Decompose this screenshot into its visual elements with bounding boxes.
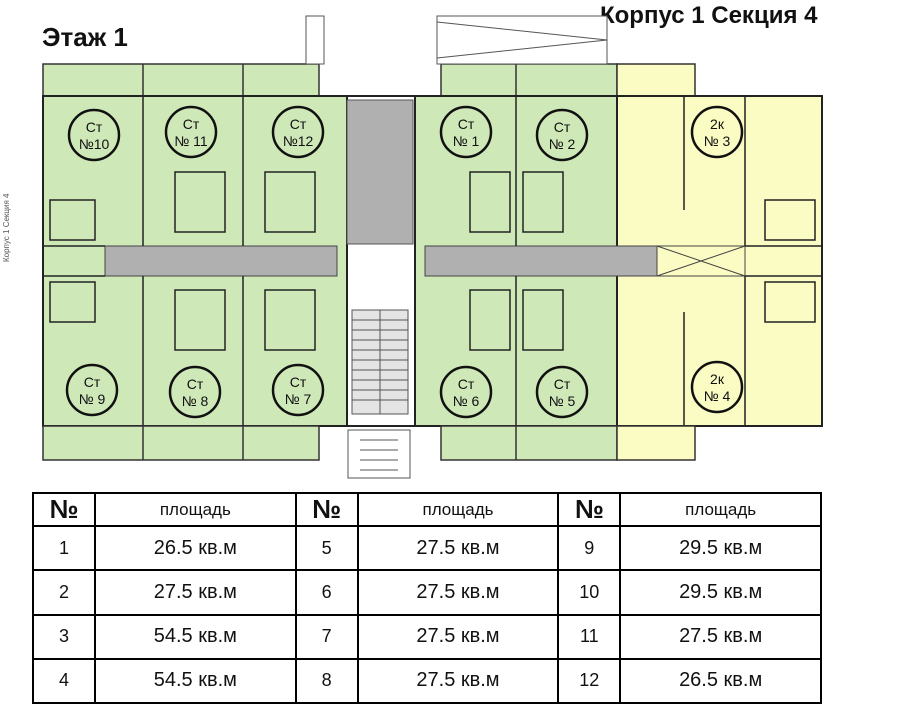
partition-walls	[43, 96, 822, 426]
unit-10-number-label: №10	[79, 136, 110, 152]
unit-12-circle	[271, 105, 325, 159]
unit-9-number-label: № 9	[79, 391, 106, 407]
bottom-balconies	[42, 425, 696, 461]
unit-5-number-label: № 5	[549, 393, 576, 409]
unit-2-number-label: № 2	[549, 136, 576, 152]
unit-area: 27.5 кв.м	[356, 613, 560, 660]
unit-3-type-label: 2к	[710, 116, 725, 132]
unit-11-number-label: № 11	[174, 133, 208, 149]
unit-area: 26.5 кв.м	[94, 524, 297, 572]
unit-9-circle	[65, 363, 119, 417]
unit-10-type-label: Ст	[86, 119, 103, 135]
table-row: 1 26.5 кв.м 5 27.5 кв.м 9 29.5 кв.м	[32, 524, 822, 572]
unit-11-type-label: Ст	[183, 116, 200, 132]
unit-area: 27.5 кв.м	[356, 524, 560, 572]
unit-area: 54.5 кв.м	[94, 613, 297, 660]
unit-10-circle	[67, 108, 121, 162]
unit-5-type-label: Ст	[554, 376, 571, 392]
unit-area: 27.5 кв.м	[356, 657, 560, 705]
table-header-row: № площадь № площадь № площадь	[32, 492, 822, 527]
unit-8-number-label: № 8	[182, 393, 209, 409]
unit-12-type-label: Ст	[290, 116, 307, 132]
unit-7-circle	[271, 363, 325, 417]
unit-6-circle	[439, 365, 493, 419]
unit-8-circle	[168, 365, 222, 419]
unit-number: 3	[32, 613, 96, 660]
unit-number: 1	[32, 524, 96, 572]
unit-number: 10	[557, 569, 622, 616]
unit-3-number-label: № 3	[704, 133, 731, 149]
unit-9-type-label: Ст	[84, 374, 101, 390]
unit-7-number-label: № 7	[285, 391, 312, 407]
unit-8-type-label: Ст	[187, 376, 204, 392]
num-header: №	[294, 492, 359, 527]
num-header: №	[32, 492, 96, 527]
top-canopy	[305, 15, 608, 65]
unit-12-number-label: №12	[283, 133, 314, 149]
unit-2-type-label: Ст	[554, 119, 571, 135]
table-row: 4 54.5 кв.м 8 27.5 кв.м 12 26.5 кв.м	[32, 657, 822, 705]
unit-area: 29.5 кв.м	[619, 569, 822, 616]
unit-area: 27.5 кв.м	[356, 569, 560, 616]
table-row: 2 27.5 кв.м 6 27.5 кв.м 10 29.5 кв.м	[32, 569, 822, 616]
area-header: площадь	[94, 492, 297, 527]
unit-number: 9	[557, 524, 622, 572]
unit-number: 12	[557, 657, 622, 705]
area-header: площадь	[356, 492, 560, 527]
unit-number: 2	[32, 569, 96, 616]
area-header: площадь	[619, 492, 822, 527]
unit-5-circle	[535, 365, 589, 419]
unit-3-circle	[690, 105, 744, 159]
corridors	[104, 245, 746, 277]
unit-6-number-label: № 6	[453, 393, 480, 409]
unit-number: 5	[294, 524, 359, 572]
unit-2-circle	[535, 108, 589, 162]
floor-title: Этаж 1	[42, 22, 128, 52]
num-header: №	[557, 492, 622, 527]
unit-7-type-label: Ст	[290, 374, 307, 390]
unit-area: 29.5 кв.м	[619, 524, 822, 572]
unit-number: 11	[557, 613, 622, 660]
unit-number: 8	[294, 657, 359, 705]
unit-number: 4	[32, 657, 96, 705]
unit-1-circle	[439, 105, 493, 159]
unit-1-number-label: № 1	[453, 133, 480, 149]
unit-area: 54.5 кв.м	[94, 657, 297, 705]
stair-core	[346, 99, 414, 415]
entrance-steps	[347, 429, 411, 479]
unit-area: 27.5 кв.м	[94, 569, 297, 616]
building-section-title: Корпус 1 Секция 4	[600, 2, 818, 29]
unit-area: 26.5 кв.м	[619, 657, 822, 705]
unit-number: 6	[294, 569, 359, 616]
unit-4-type-label: 2к	[710, 371, 725, 387]
unit-1-type-label: Ст	[458, 116, 475, 132]
unit-area: 27.5 кв.м	[619, 613, 822, 660]
unit-number: 7	[294, 613, 359, 660]
unit-6-type-label: Ст	[458, 376, 475, 392]
unit-11-circle	[164, 105, 218, 159]
table-row: 3 54.5 кв.м 7 27.5 кв.м 11 27.5 кв.м	[32, 613, 822, 660]
unit-4-circle	[690, 360, 744, 414]
unit-4-number-label: № 4	[704, 388, 731, 404]
top-balconies	[42, 63, 696, 97]
area-table: № площадь № площадь № площадь 1 26.5 кв.…	[32, 492, 822, 705]
